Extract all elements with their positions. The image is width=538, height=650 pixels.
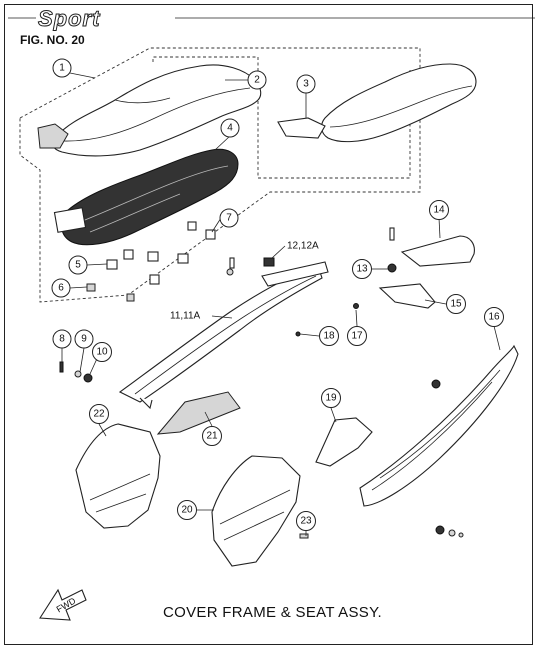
part-15-bracket [378, 283, 436, 309]
part-2-seat [37, 64, 262, 157]
svg-text:20: 20 [181, 505, 193, 516]
callout-12: 12,12A [287, 241, 319, 252]
part-11-cover-frame [118, 261, 329, 410]
callout-20: 20 [177, 500, 197, 520]
svg-text:10: 10 [96, 347, 108, 358]
seat-base-fasteners [86, 221, 216, 302]
svg-text:15: 15 [450, 299, 462, 310]
svg-text:21: 21 [206, 431, 218, 442]
callout-5: 5 [68, 255, 88, 275]
svg-text:17: 17 [351, 331, 363, 342]
callout-23: 23 [296, 511, 316, 531]
leader-lines [61, 72, 501, 536]
svg-text:4: 4 [227, 123, 233, 134]
diagram-caption: COVER FRAME & SEAT ASSY. [163, 604, 382, 621]
part-14-cover [400, 235, 475, 267]
part-3-seat [277, 63, 477, 143]
callout-17: 17 [347, 326, 367, 346]
part-21-bracket [156, 391, 241, 435]
callout-14: 14 [429, 200, 449, 220]
svg-text:16: 16 [488, 312, 500, 323]
part-4-seat-base [53, 148, 239, 246]
svg-text:19: 19 [325, 393, 337, 404]
svg-text:3: 3 [303, 79, 309, 90]
svg-text:2: 2 [254, 75, 260, 86]
callout-9: 9 [74, 329, 94, 349]
svg-text:6: 6 [58, 283, 64, 294]
callout-2: 2 [247, 70, 267, 90]
callout-10: 10 [92, 342, 112, 362]
callout-8: 8 [52, 329, 72, 349]
seat-sub-group-outline [152, 56, 411, 179]
svg-text:22: 22 [93, 409, 105, 420]
callout-16: 16 [484, 307, 504, 327]
callout-21: 21 [202, 426, 222, 446]
svg-text:7: 7 [226, 213, 232, 224]
callout-15: 15 [446, 294, 466, 314]
brand-logo: Sport [37, 6, 101, 32]
svg-text:18: 18 [323, 331, 335, 342]
callout-4: 4 [220, 118, 240, 138]
part-22-side-cover [75, 423, 161, 529]
callout-7: 7 [219, 208, 239, 228]
svg-text:14: 14 [433, 205, 445, 216]
seat-group-outline [19, 47, 421, 303]
part-20-side-cover [211, 455, 301, 567]
callout-1: 1 [52, 58, 72, 78]
figure-number: FIG. NO. 20 [20, 33, 85, 47]
part-16-side-cover [359, 344, 519, 507]
callout-3: 3 [296, 74, 316, 94]
callout-11: 11,11A [170, 311, 201, 322]
callout-18: 18 [319, 326, 339, 346]
svg-text:8: 8 [59, 334, 65, 345]
svg-text:23: 23 [300, 516, 312, 527]
svg-text:9: 9 [81, 334, 87, 345]
callout-6: 6 [51, 278, 71, 298]
svg-text:13: 13 [356, 264, 368, 275]
svg-text:5: 5 [75, 260, 81, 271]
callout-19: 19 [321, 388, 341, 408]
callout-22: 22 [89, 404, 109, 424]
svg-text:1: 1 [59, 63, 65, 74]
callout-13: 13 [352, 259, 372, 279]
loose-hardware [59, 227, 464, 539]
